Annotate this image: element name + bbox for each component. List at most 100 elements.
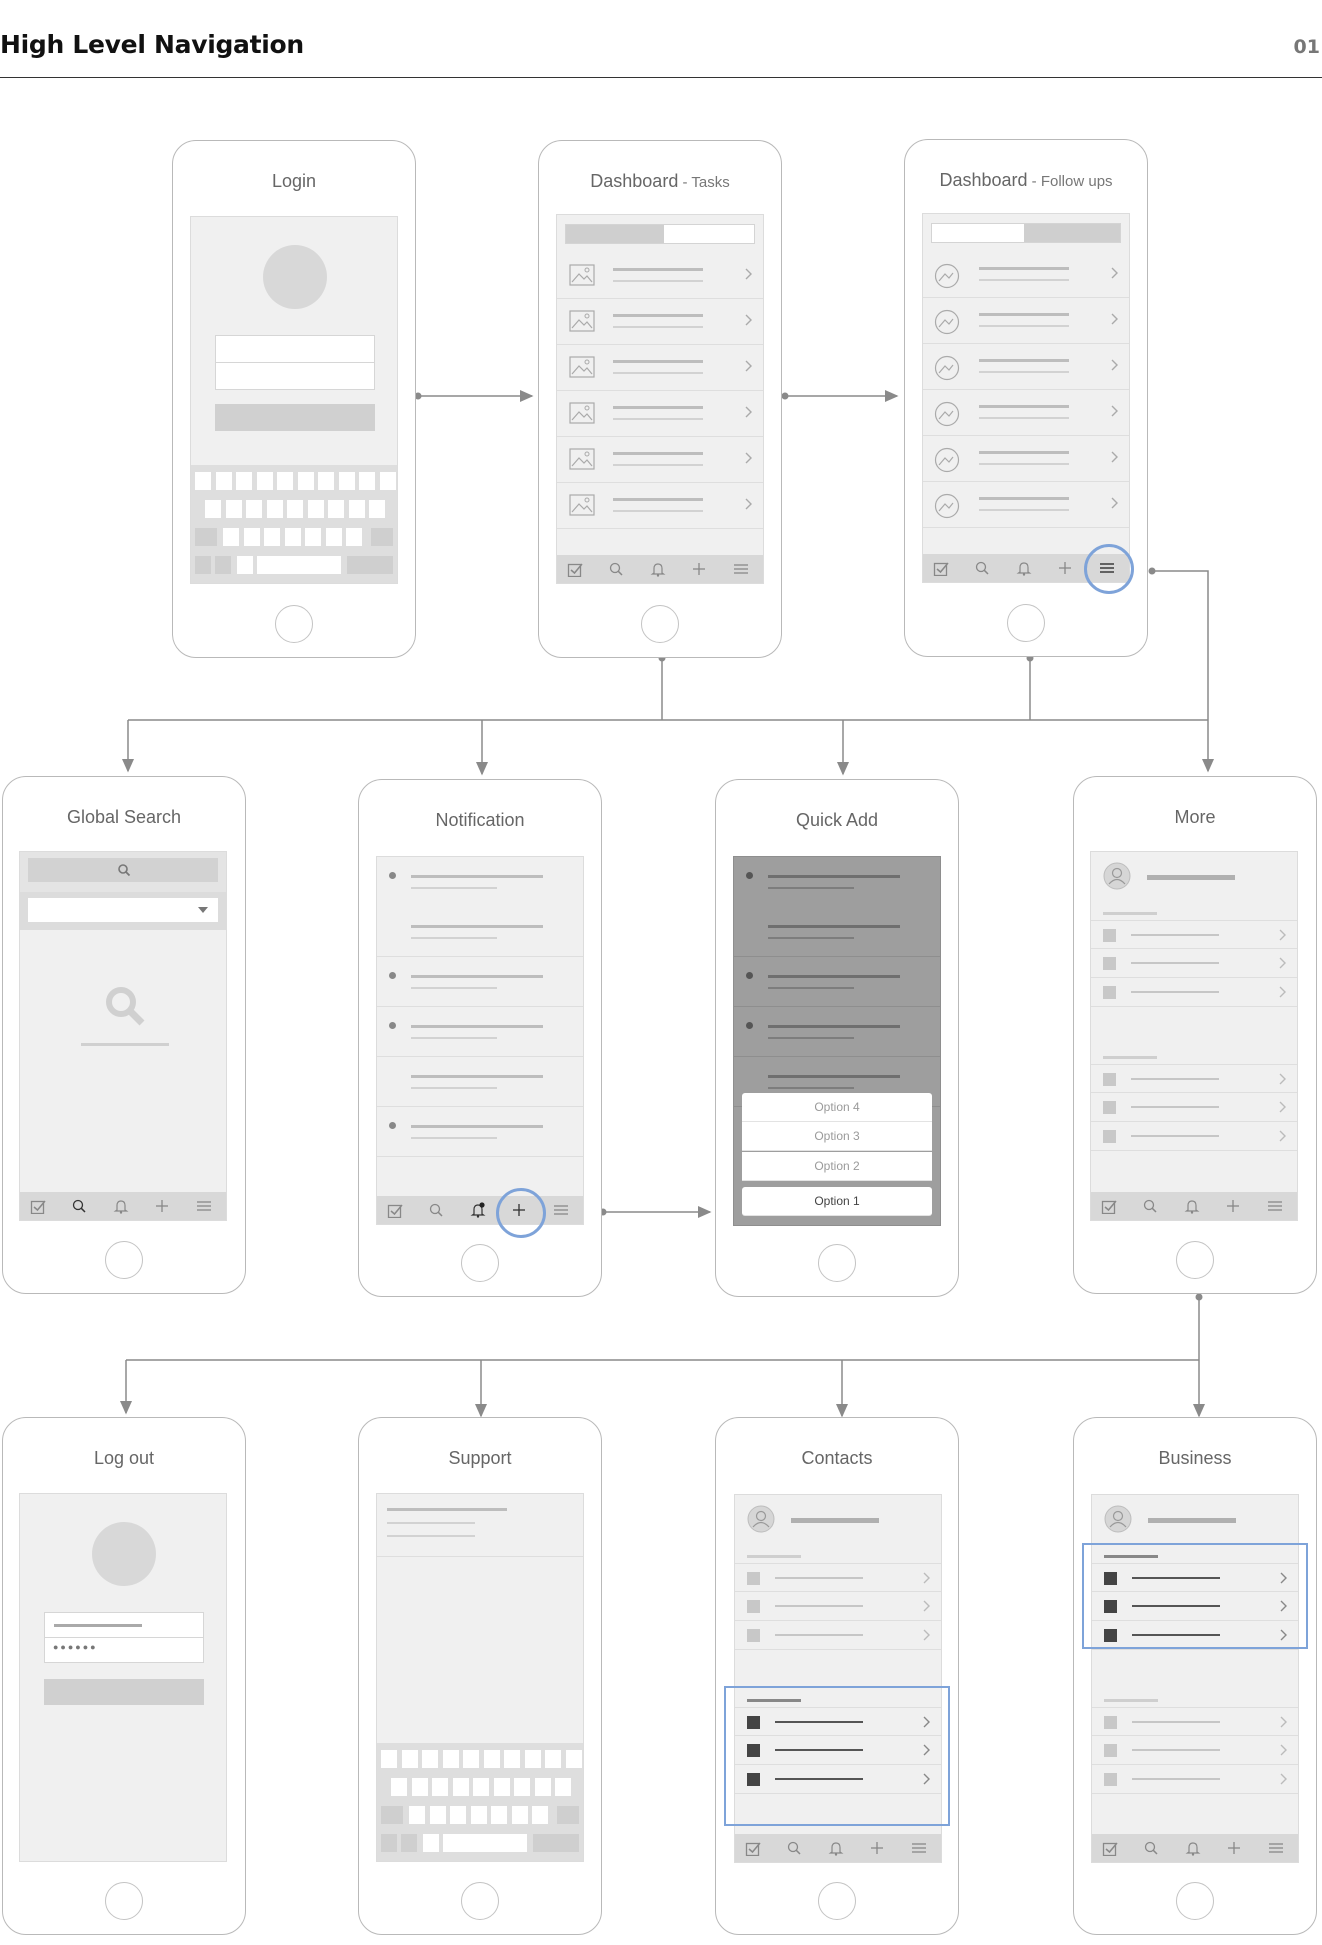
notification-item[interactable]	[377, 857, 583, 957]
spacebar-key[interactable]	[257, 556, 341, 574]
keyboard-key[interactable]	[348, 500, 365, 518]
list-item[interactable]	[557, 437, 763, 483]
keyboard-key[interactable]	[264, 528, 280, 546]
plus-icon[interactable]	[1225, 1198, 1241, 1214]
plus-icon[interactable]	[869, 1840, 885, 1856]
keyboard-key[interactable]	[346, 528, 362, 546]
search-icon[interactable]	[608, 561, 624, 577]
quick-add-option[interactable]: Option 2	[742, 1152, 932, 1181]
keyboard-key[interactable]	[223, 528, 239, 546]
return-key[interactable]	[347, 556, 393, 574]
bell-icon[interactable]	[650, 561, 666, 577]
search-icon[interactable]	[1143, 1840, 1159, 1856]
plus-icon[interactable]	[691, 561, 707, 577]
bell-icon[interactable]	[1185, 1840, 1201, 1856]
keyboard-key[interactable]	[284, 528, 301, 546]
keyboard-key[interactable]	[287, 500, 303, 518]
list-item[interactable]	[923, 482, 1129, 528]
list-item[interactable]	[557, 345, 763, 391]
segment-followups-active[interactable]	[1024, 224, 1120, 242]
keyboard-key[interactable]	[401, 1750, 418, 1768]
settings-item[interactable]	[735, 1592, 941, 1621]
bell-icon[interactable]	[470, 1202, 486, 1218]
search-icon[interactable]	[1142, 1198, 1158, 1214]
keyboard-key[interactable]	[565, 1750, 582, 1768]
checkbox-icon[interactable]	[1101, 1198, 1117, 1214]
settings-item[interactable]	[1092, 1736, 1298, 1765]
keyboard-key[interactable]	[379, 472, 396, 490]
bell-icon[interactable]	[1016, 560, 1032, 576]
quick-add-option[interactable]: Option 4	[742, 1093, 932, 1122]
keyboard-key[interactable]	[307, 500, 324, 518]
keyboard-key[interactable]	[246, 500, 262, 518]
home-button[interactable]	[461, 1244, 499, 1282]
notification-item[interactable]	[377, 1007, 583, 1057]
keyboard-key[interactable]	[297, 472, 314, 490]
keyboard-key[interactable]	[432, 1778, 448, 1796]
keyboard-key[interactable]	[409, 1806, 425, 1824]
keyboard-key[interactable]	[555, 1778, 571, 1796]
settings-item[interactable]	[1091, 978, 1297, 1007]
checkbox-icon[interactable]	[387, 1202, 403, 1218]
list-item[interactable]	[923, 344, 1129, 390]
settings-item[interactable]	[1092, 1592, 1298, 1621]
settings-item[interactable]	[735, 1563, 941, 1592]
backspace-key[interactable]	[371, 528, 393, 546]
password-field[interactable]: ●●●●●●	[44, 1637, 204, 1663]
segmented-control[interactable]	[931, 223, 1121, 243]
home-button[interactable]	[105, 1882, 143, 1920]
settings-item[interactable]	[1092, 1765, 1298, 1794]
settings-item[interactable]	[1091, 949, 1297, 978]
checkbox-icon[interactable]	[567, 561, 583, 577]
bell-icon[interactable]	[113, 1198, 129, 1214]
login-button[interactable]	[215, 404, 375, 431]
home-button[interactable]	[275, 605, 313, 643]
keyboard-key[interactable]	[463, 1750, 479, 1768]
settings-item[interactable]	[735, 1736, 941, 1765]
filter-dropdown[interactable]	[28, 898, 218, 922]
settings-item[interactable]	[1092, 1707, 1298, 1736]
plus-icon[interactable]	[154, 1198, 170, 1214]
keyboard-key[interactable]	[318, 472, 334, 490]
home-button[interactable]	[818, 1244, 856, 1282]
home-button[interactable]	[818, 1882, 856, 1920]
keyboard-key[interactable]	[483, 1750, 500, 1768]
settings-item[interactable]	[1091, 920, 1297, 949]
settings-item[interactable]	[735, 1621, 941, 1650]
keyboard-key[interactable]	[305, 528, 321, 546]
menu-icon[interactable]	[196, 1198, 212, 1214]
list-item[interactable]	[557, 483, 763, 529]
bell-icon[interactable]	[828, 1840, 844, 1856]
notification-item[interactable]	[377, 1107, 583, 1157]
username-field[interactable]	[44, 1612, 204, 1638]
keyboard-key[interactable]	[243, 528, 260, 546]
settings-item[interactable]	[1092, 1563, 1298, 1592]
quick-add-option[interactable]: Option 1	[742, 1187, 932, 1216]
checkbox-icon[interactable]	[933, 560, 949, 576]
profile-row[interactable]	[1091, 852, 1297, 902]
notification-item[interactable]	[377, 1057, 583, 1107]
home-button[interactable]	[1007, 604, 1045, 642]
segmented-control[interactable]	[565, 224, 755, 244]
keyboard-key[interactable]	[381, 1750, 397, 1768]
shift-key[interactable]	[381, 1806, 403, 1824]
keyboard-key[interactable]	[504, 1750, 520, 1768]
keyboard-key[interactable]	[452, 1778, 469, 1796]
numbers-key[interactable]	[381, 1834, 397, 1852]
keyboard-key[interactable]	[338, 472, 355, 490]
keyboard-key[interactable]	[450, 1806, 466, 1824]
menu-icon[interactable]	[1268, 1840, 1284, 1856]
settings-item[interactable]	[735, 1765, 941, 1794]
keyboard-key[interactable]	[429, 1806, 446, 1824]
keyboard-key[interactable]	[328, 500, 344, 518]
spacebar-key[interactable]	[423, 1834, 439, 1852]
keyboard-key[interactable]	[422, 1750, 438, 1768]
return-key[interactable]	[533, 1834, 579, 1852]
search-icon[interactable]	[786, 1840, 802, 1856]
keyboard-key[interactable]	[545, 1750, 561, 1768]
keyboard-key[interactable]	[215, 472, 232, 490]
list-item[interactable]	[923, 436, 1129, 482]
keyboard-key[interactable]	[277, 472, 293, 490]
settings-item[interactable]	[1092, 1621, 1298, 1650]
numbers-key[interactable]	[195, 556, 211, 574]
